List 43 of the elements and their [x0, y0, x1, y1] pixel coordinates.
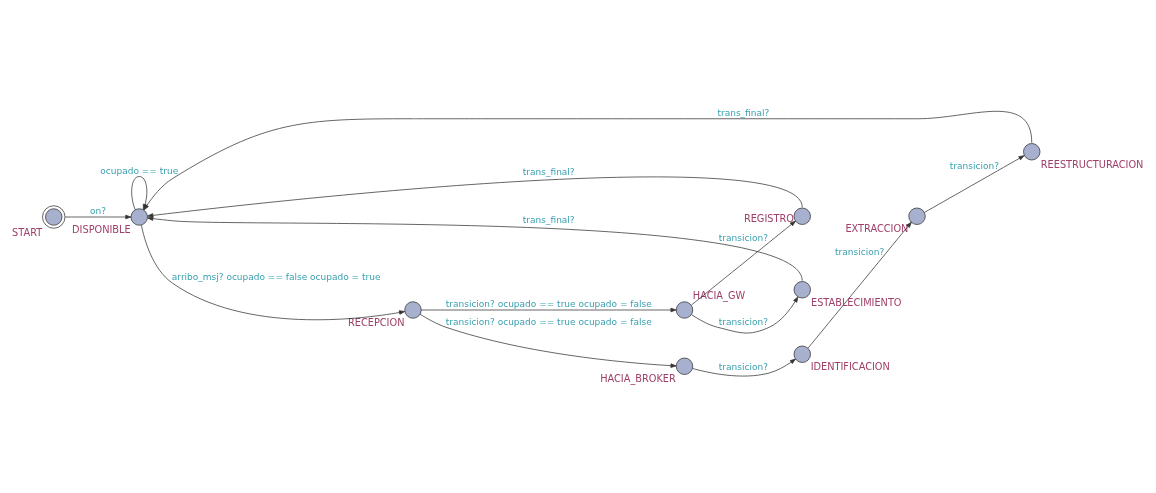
node-circle — [675, 300, 694, 319]
node-label: RECEPCION — [348, 316, 405, 328]
node-label: HACIA_BROKER — [600, 372, 676, 384]
node-circle — [675, 357, 694, 375]
node-circle — [793, 345, 811, 363]
arrow — [807, 221, 912, 348]
node-label: DISPONIBLE — [72, 223, 131, 235]
node-label: IDENTIFICACION — [810, 360, 890, 372]
arrow — [141, 224, 406, 320]
edge-label: transicion? — [718, 361, 768, 372]
edge-label: ocupado == true — [100, 165, 179, 176]
node-label: START — [12, 226, 43, 238]
arrow — [691, 296, 799, 333]
node-circle — [130, 207, 148, 226]
edge-label: transicion? — [718, 316, 768, 327]
node-label: HACIA_GW — [692, 289, 746, 301]
arrow — [691, 220, 796, 305]
node-circle — [1023, 142, 1041, 160]
node-circle — [793, 280, 811, 298]
node-label: REESTRUCTURACION — [1040, 158, 1144, 170]
edge-label: transicion? — [835, 246, 885, 257]
edge-label: transicion? — [718, 232, 768, 243]
arrow — [692, 358, 796, 376]
edge-label: arribo_msj? ocupado == false ocupado = true — [171, 271, 381, 282]
arrow — [419, 313, 677, 368]
arrow — [64, 214, 132, 219]
arrow — [420, 307, 677, 312]
edge-label: trans_final? — [522, 214, 575, 225]
edge-label: trans_final? — [717, 107, 770, 118]
edge-label: transicion? ocupado == true ocupado = false — [445, 298, 652, 309]
edge-label: on? — [90, 205, 106, 216]
arrow — [924, 154, 1025, 213]
node-circle — [908, 207, 926, 225]
node-circle — [404, 300, 422, 319]
edge-label: transicion? ocupado == true ocupado = false — [445, 316, 652, 327]
edge-label: trans_final? — [522, 166, 575, 177]
node-label: REGISTRO — [743, 212, 794, 224]
arrow — [147, 215, 803, 281]
edge-label: transicion? — [949, 160, 999, 171]
node-label: ESTABLECIMIENTO — [810, 296, 902, 308]
node-label: EXTRACCION — [845, 222, 909, 234]
node-circle — [793, 207, 811, 225]
arrow — [147, 176, 803, 218]
